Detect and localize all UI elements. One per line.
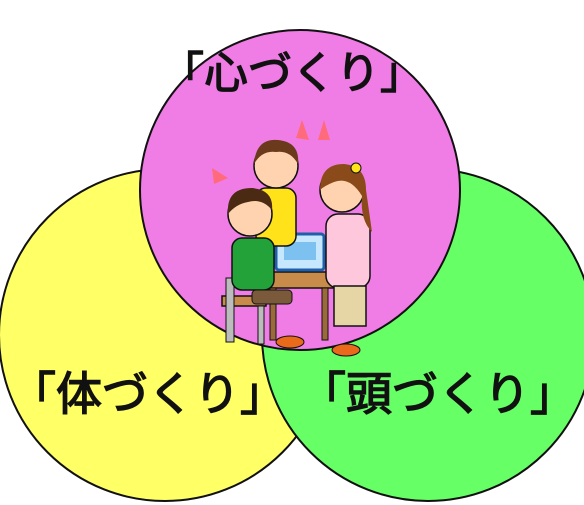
girl-pink-shoe — [331, 343, 361, 357]
girl-pink-body — [325, 213, 371, 289]
desk-leg — [269, 287, 277, 341]
hair-ribbon — [350, 162, 362, 174]
laptop-content — [284, 242, 316, 260]
excitement-mark — [212, 168, 228, 184]
head-label: 「頭づくり」 — [300, 367, 576, 421]
desk-leg — [321, 287, 329, 341]
mind-circle — [139, 29, 461, 351]
boy-shoe — [275, 335, 305, 349]
excitement-mark — [296, 120, 309, 140]
body-label: 「体づくり」 — [10, 367, 286, 421]
boy-hair — [227, 188, 273, 214]
boy-legs — [251, 289, 293, 305]
chair-leg — [257, 305, 265, 345]
boy-body — [231, 237, 275, 291]
girl-pink-skirt — [333, 285, 367, 327]
girl-yellow-hair — [254, 139, 299, 164]
children-illustration — [212, 120, 372, 357]
mind-label: 「心づくり」 — [160, 48, 424, 99]
chair-back — [225, 277, 235, 343]
girl-pink-hair — [320, 164, 372, 232]
excitement-mark — [318, 120, 330, 140]
